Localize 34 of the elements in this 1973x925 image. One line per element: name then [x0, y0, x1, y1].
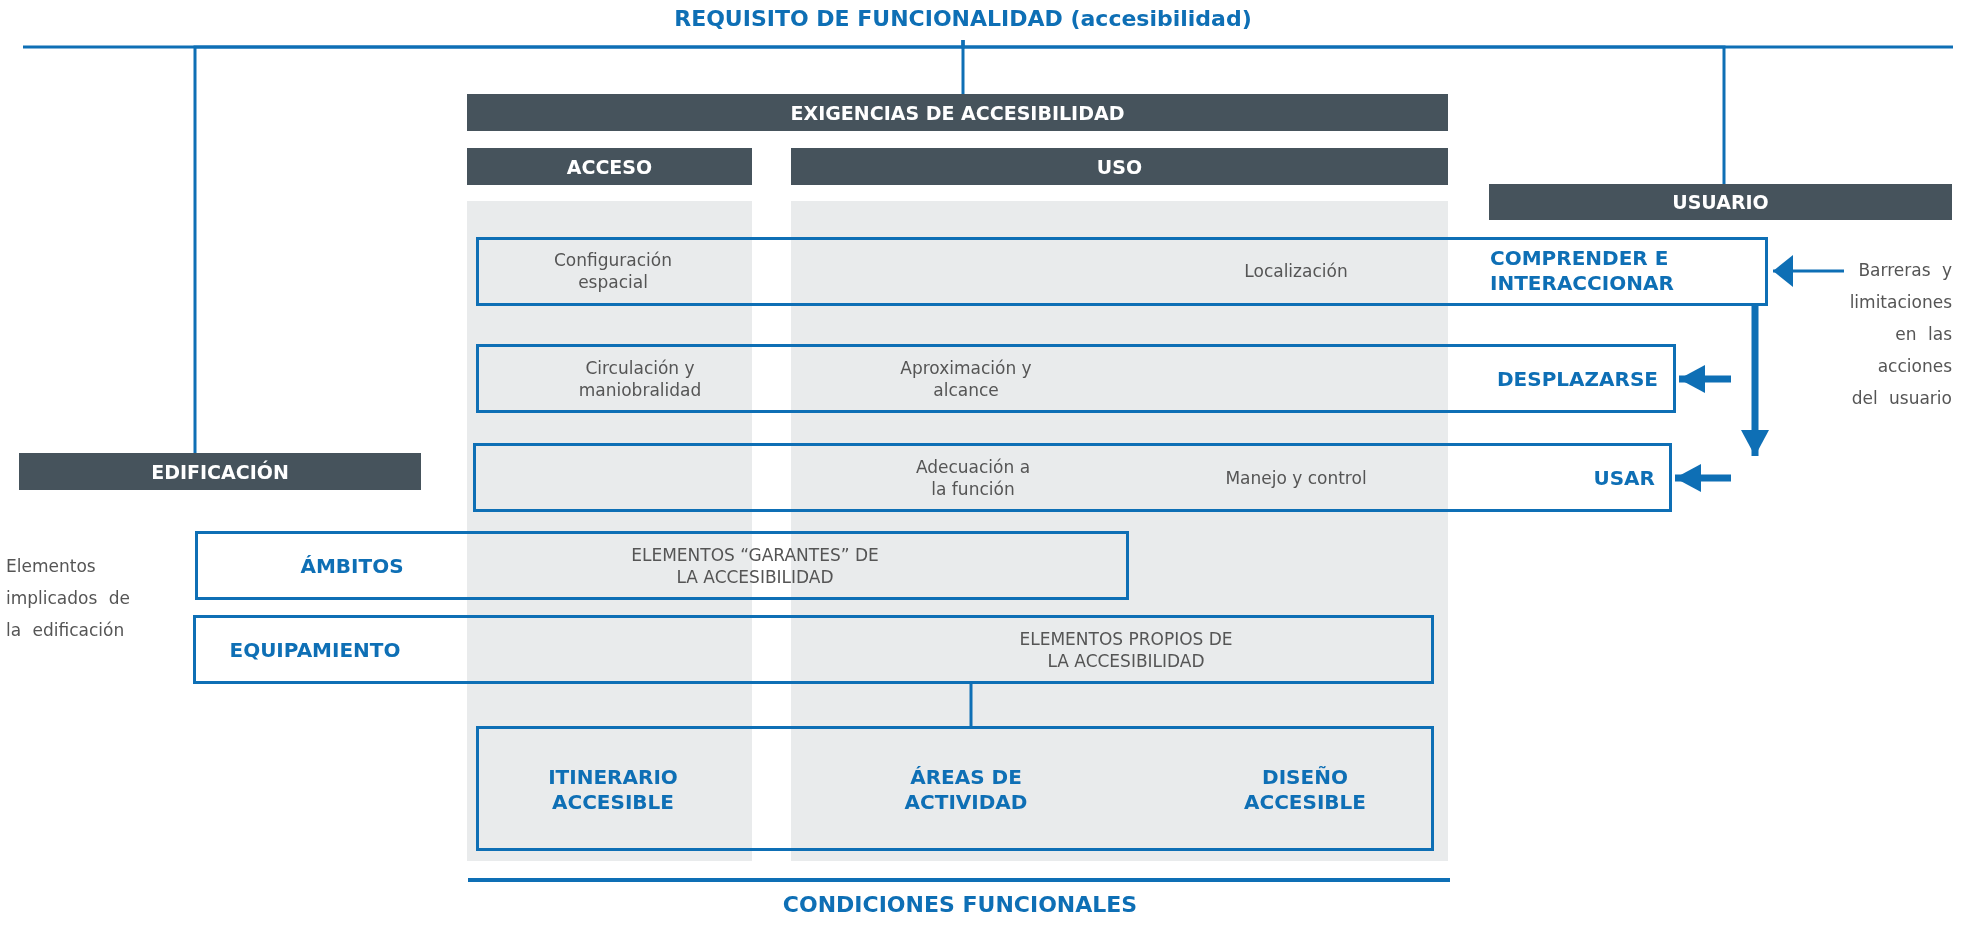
outlined-row-box — [473, 443, 1672, 512]
row-label: USAR — [1592, 465, 1655, 491]
row-label: ÁMBITOS — [299, 553, 405, 579]
outlined-group-box — [476, 726, 1434, 851]
cell-text: Circulación y maniobralidad — [577, 357, 703, 401]
row-label: EQUIPAMIENTO — [228, 637, 402, 663]
outlined-row-box — [195, 531, 1129, 600]
cell-text: Localización — [1243, 260, 1349, 282]
cell-text: Aproximación y alcance — [899, 357, 1033, 401]
side-note: Elementos implicados de la edificación — [6, 555, 131, 642]
row-label: COMPRENDER E INTERACCIONAR — [1490, 246, 1675, 296]
row-label: DESPLAZARSE — [1496, 366, 1658, 392]
cell-text: Configuración espacial — [553, 249, 673, 293]
box-label: DISEÑO ACCESIBLE — [1243, 765, 1367, 815]
box-label: ITINERARIO ACCESIBLE — [547, 765, 679, 815]
header-bar: USO — [791, 148, 1448, 185]
footer-heading: CONDICIONES FUNCIONALES — [781, 892, 1139, 917]
outlined-row-box — [476, 344, 1676, 413]
cell-text: ELEMENTOS “GARANTES” DE LA ACCESIBILIDAD — [630, 544, 880, 588]
cell-text: ELEMENTOS PROPIOS DE LA ACCESIBILIDAD — [1018, 628, 1234, 672]
header-bar: USUARIO — [1489, 184, 1952, 220]
connector-line — [961, 39, 1726, 184]
box-label: ÁREAS DE ACTIVIDAD — [903, 765, 1029, 815]
outlined-row-box — [476, 237, 1768, 306]
note-text: Barreras y limitaciones en las acciones del usuario — [1844, 254, 1952, 414]
header-bar: EDIFICACIÓN — [19, 453, 421, 490]
header-bar: ACCESO — [467, 148, 752, 185]
connector-line — [969, 684, 973, 726]
cell-text: Adecuación a la función — [914, 456, 1032, 500]
outlined-row-box — [193, 615, 1434, 684]
arrow — [1773, 255, 1844, 287]
heading-text: REQUISITO DE FUNCIONALIDAD (accesibilidad) — [640, 6, 1286, 40]
cell-text: Manejo y control — [1224, 467, 1368, 489]
header-bar: EXIGENCIAS DE ACCESIBILIDAD — [467, 94, 1448, 131]
